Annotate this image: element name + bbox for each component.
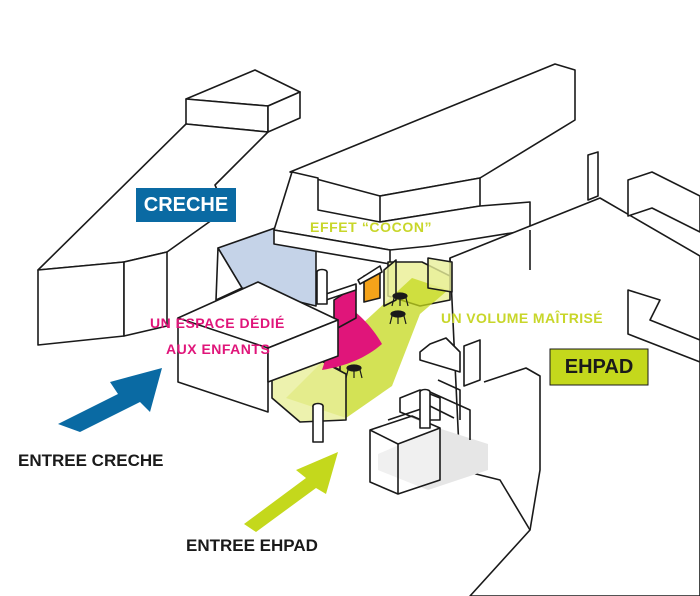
- creche-label-bg: [136, 188, 236, 222]
- entree-ehpad-label: ENTREE EHPAD: [186, 536, 318, 555]
- espace-enfants-label-line1: UN ESPACE DÉDIÉ: [150, 315, 285, 331]
- cafe-table-icon: [345, 292, 409, 379]
- entree-creche-label: ENTREE CRECHE: [18, 451, 164, 470]
- espace-enfants-label-line2: AUX ENFANTS: [166, 341, 271, 357]
- ehpad-building: [449, 151, 700, 596]
- ehpad-label-bg: [549, 348, 649, 386]
- ehpad-label: EHPAD: [564, 356, 634, 378]
- volume-maitrise-label: UN VOLUME MAÎTRISÉ: [441, 310, 603, 326]
- south-structures: [312, 268, 541, 531]
- north-bar: [289, 63, 576, 223]
- creche-label: CRECHE: [143, 194, 229, 216]
- entree-creche-arrow-icon: [58, 368, 162, 432]
- effet-cocon-label: EFFET “COCON”: [310, 219, 433, 235]
- entree-ehpad-arrow-icon: [244, 452, 338, 532]
- espace-enfants-block: [177, 281, 339, 413]
